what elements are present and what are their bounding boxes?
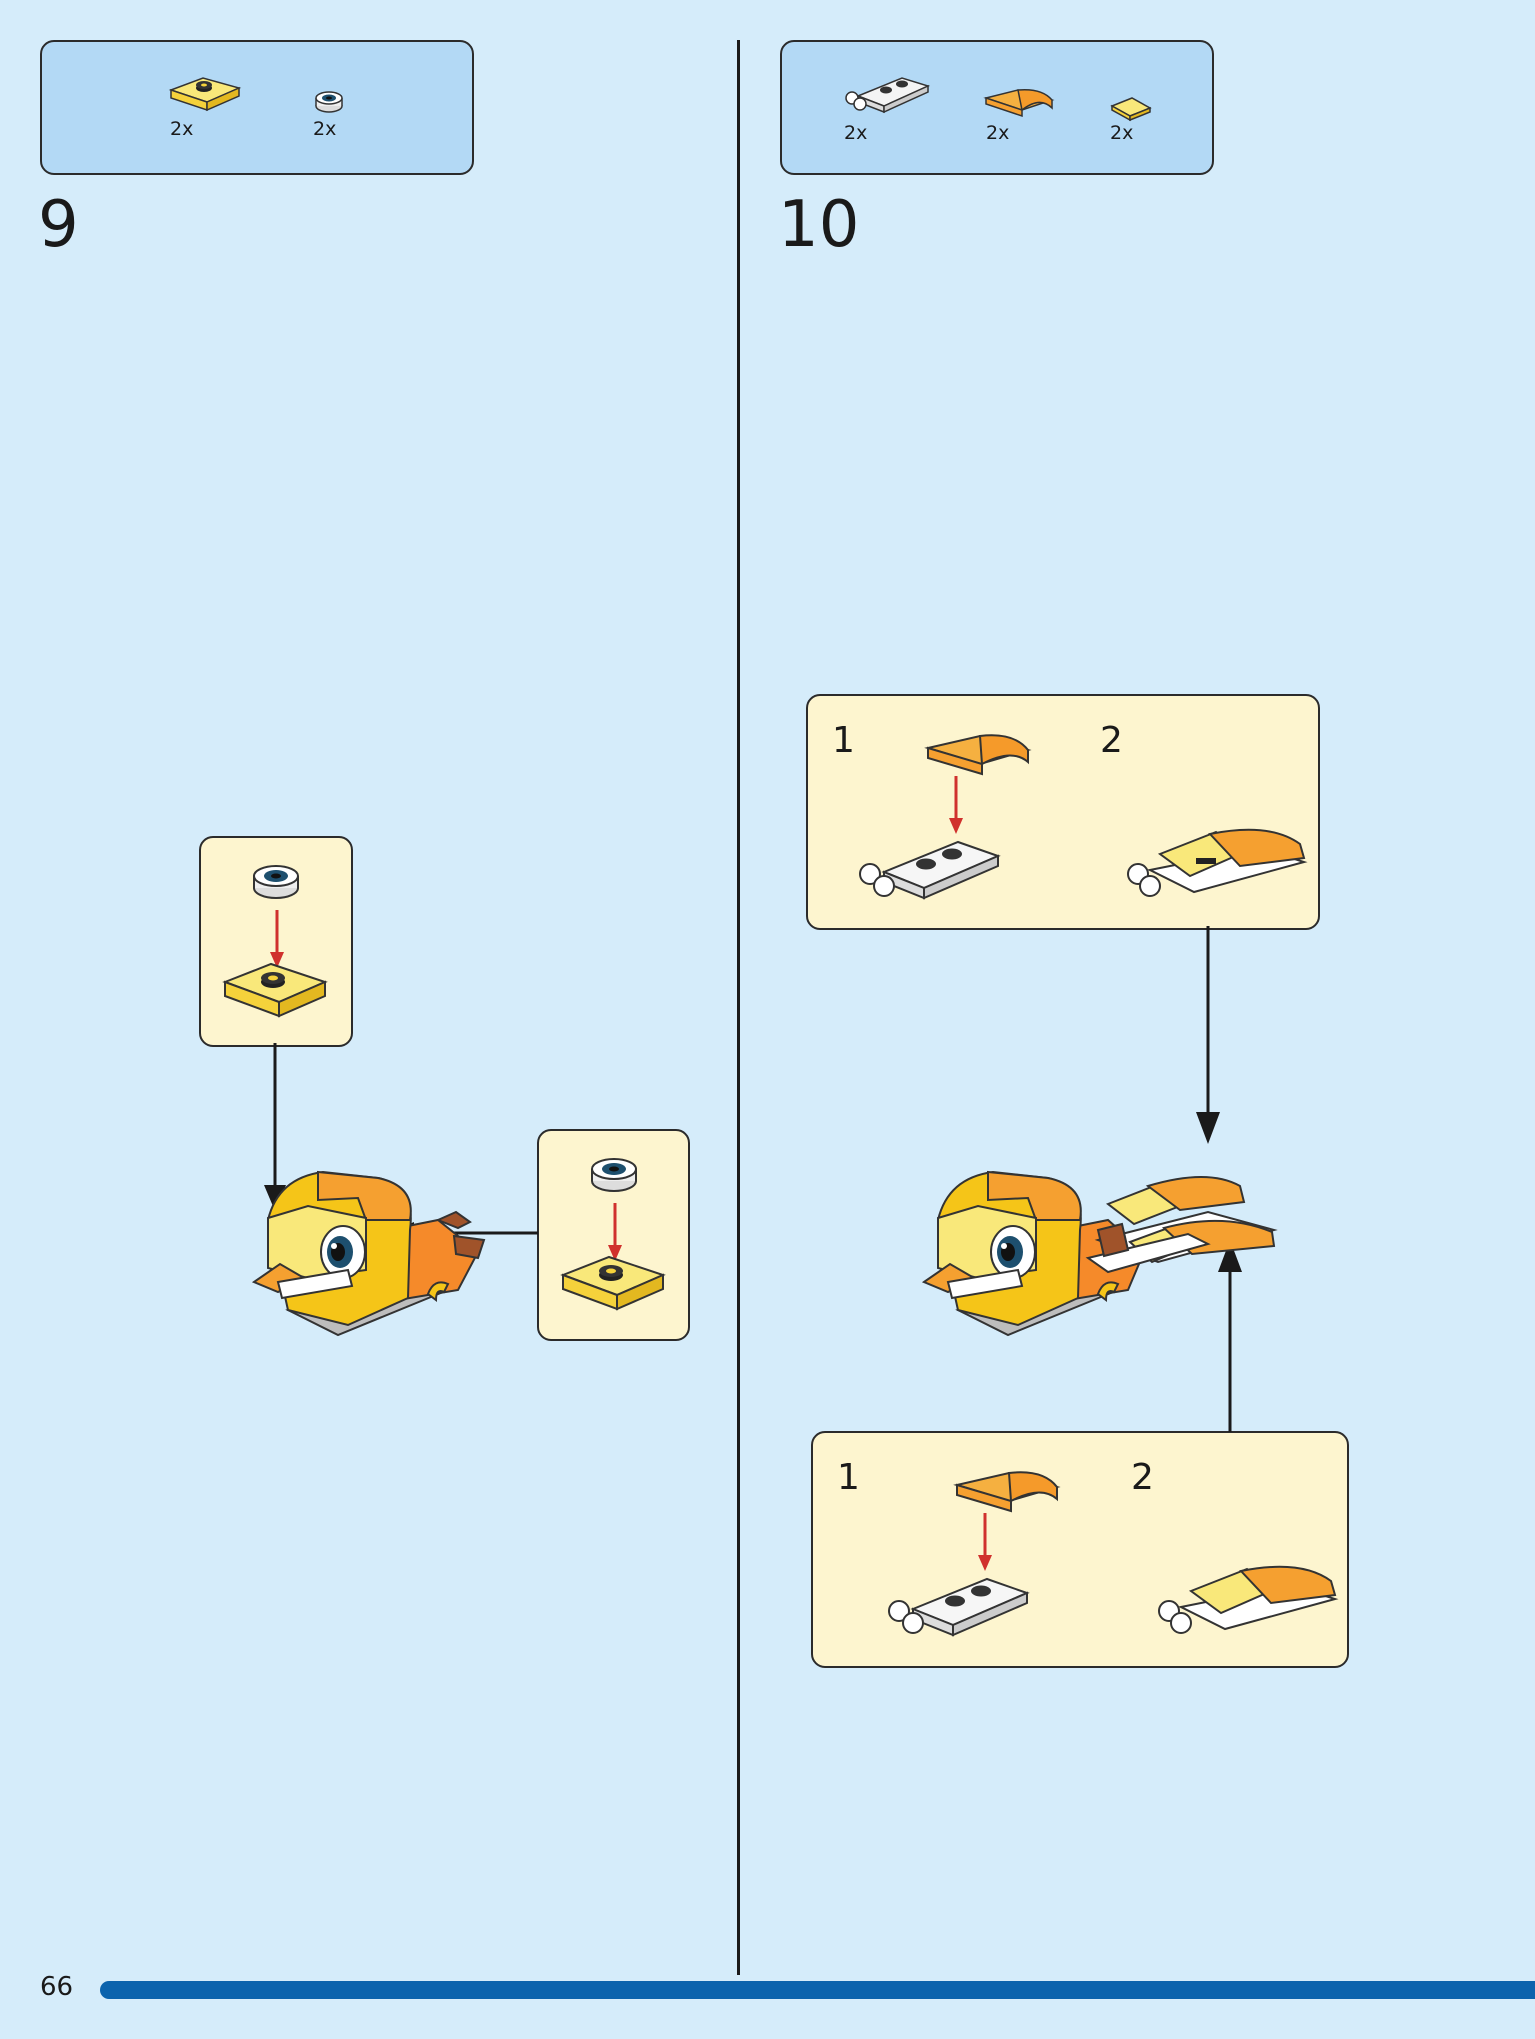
substep-1-number: 1 [837, 1457, 860, 1498]
step9-part1-qty: 2x [170, 118, 194, 140]
yellow-wedge-tile-icon [1110, 97, 1152, 122]
page-number: 66 [40, 1972, 74, 2002]
orange-curved-slope-icon [953, 1471, 1061, 1513]
red-arrow-icon [608, 1203, 622, 1261]
yellow-plate-with-stud-icon [168, 77, 242, 112]
assembled-wing-icon [1127, 828, 1308, 897]
step10-callout-top: 1 2 [806, 694, 1320, 930]
step10-parts-box: 2x 2x 2x [780, 40, 1214, 175]
yellow-plate-with-stud-icon [222, 962, 328, 1018]
page-divider [737, 40, 740, 1975]
orange-curved-slope-icon [924, 734, 1032, 776]
substep-2-number: 2 [1100, 720, 1123, 761]
eye-tile-icon [253, 865, 299, 899]
step10-part3-qty: 2x [1110, 122, 1134, 144]
red-arrow-icon [978, 1513, 992, 1571]
yellow-plate-with-stud-icon [560, 1255, 666, 1311]
substep-2-number: 2 [1131, 1457, 1154, 1498]
step10-callout-bottom: 1 2 [811, 1431, 1349, 1668]
step10-up-arrow [1218, 1240, 1242, 1432]
red-arrow-icon [949, 776, 963, 834]
step9-number: 9 [38, 188, 79, 262]
step10-down-arrow [1196, 926, 1220, 1144]
white-round-eye-tile-icon [315, 91, 343, 113]
bird-model-step9 [251, 1170, 486, 1337]
step9-part2-qty: 2x [313, 118, 337, 140]
white-plate-with-clips-icon [859, 840, 1001, 900]
step9-parts-box: 2x 2x [40, 40, 474, 175]
bird-model-step10 [921, 1170, 1278, 1337]
assembled-wing-icon [1158, 1565, 1339, 1634]
step9-down-arrow [264, 1043, 286, 1211]
red-arrow-icon [270, 910, 284, 968]
white-plate-with-clips-icon [845, 77, 931, 114]
step10-number: 10 [778, 188, 860, 262]
step10-part1-qty: 2x [844, 122, 868, 144]
eye-tile-icon [591, 1158, 637, 1192]
substep-1-number: 1 [832, 720, 855, 761]
step9-callout-top [199, 836, 353, 1047]
step10-part2-qty: 2x [986, 122, 1010, 144]
white-plate-with-clips-icon [888, 1577, 1030, 1637]
orange-curved-slope-icon [983, 88, 1055, 118]
step9-callout-right [537, 1129, 690, 1341]
footer-bar [100, 1981, 1535, 1999]
